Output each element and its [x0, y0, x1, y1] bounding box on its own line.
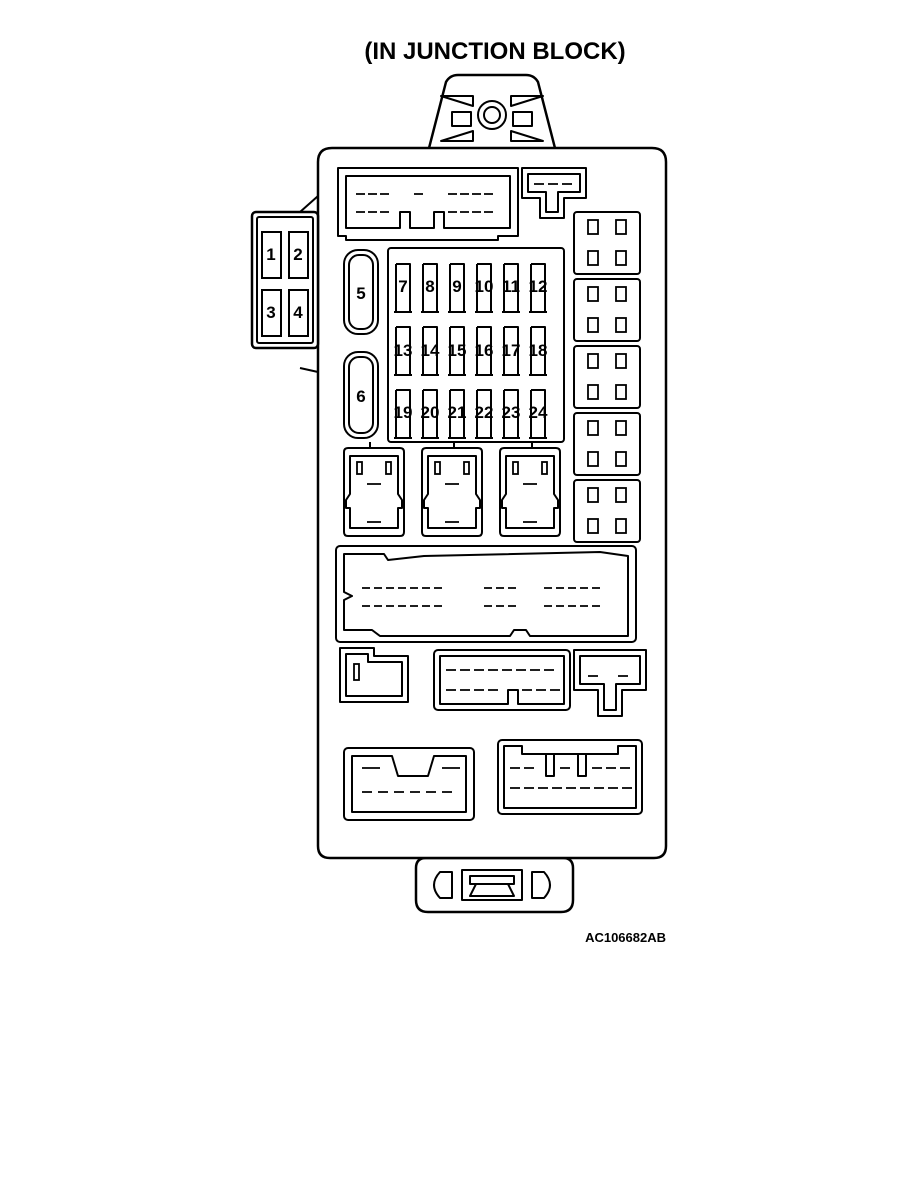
fuse-label-14: 14	[421, 341, 440, 360]
fuse-5	[343, 249, 379, 335]
fuse-1	[261, 231, 282, 279]
fuse-label-12: 12	[529, 277, 548, 296]
fuse-19	[395, 389, 411, 438]
connector-bottom-left	[343, 747, 475, 821]
fuse-11	[503, 263, 519, 312]
fuse-13	[395, 326, 411, 375]
fuse-label-15: 15	[448, 341, 467, 360]
fuse-6	[343, 351, 379, 439]
fuse-label-2: 2	[293, 245, 302, 264]
fuse-4	[288, 289, 309, 337]
connector-top-left	[337, 167, 519, 241]
relay-sockets-middle	[343, 447, 561, 537]
fuse-2	[288, 231, 309, 279]
fuse-10	[476, 263, 492, 312]
relay-socket	[573, 479, 641, 543]
fuse-label-3: 3	[266, 303, 275, 322]
fuse-label-22: 22	[475, 403, 494, 422]
bottom-mounting-clip	[414, 856, 575, 914]
connector-lower-right	[573, 649, 647, 717]
fuse-14	[422, 326, 438, 375]
fuse-label-18: 18	[529, 341, 548, 360]
fuse-label-8: 8	[425, 277, 434, 296]
fuse-label-16: 16	[475, 341, 494, 360]
reference-code: AC106682AB	[585, 930, 666, 945]
connector-lower-middle	[433, 649, 571, 711]
fuse-label-6: 6	[356, 387, 365, 406]
fuse-label-21: 21	[448, 403, 467, 422]
relay-column-right	[573, 211, 641, 543]
relay-socket	[573, 211, 641, 275]
fuse-15	[449, 326, 465, 375]
fuse-21	[449, 389, 465, 438]
fuse-12	[530, 263, 546, 312]
relay-socket	[573, 412, 641, 476]
connector-top-right	[521, 167, 587, 219]
fuse-8	[422, 263, 438, 312]
fuse-label-24: 24	[529, 403, 548, 422]
fuse-label-11: 11	[502, 277, 520, 296]
fuse-23	[503, 389, 519, 438]
fuse-label-17: 17	[502, 341, 521, 360]
relay-socket	[573, 278, 641, 342]
fuse-label-5: 5	[356, 284, 365, 303]
fuse-label-23: 23	[502, 403, 521, 422]
fuse-label-20: 20	[421, 403, 440, 422]
fuse-16	[476, 326, 492, 375]
fuse-22	[476, 389, 492, 438]
fuse-label-1: 1	[266, 245, 275, 264]
top-mounting-bracket	[426, 73, 558, 154]
relay-socket	[573, 345, 641, 409]
fuse-grid-panel: 7 8 9 10 11 12 13 14 15 16 17 18 19 20 2…	[369, 247, 565, 448]
fuse-17	[503, 326, 519, 375]
fuse-3	[261, 289, 282, 337]
connector-bottom-right	[497, 739, 643, 815]
connector-lower-left	[339, 647, 409, 703]
fuse-label-19: 19	[394, 403, 413, 422]
fuse-label-7: 7	[398, 277, 407, 296]
fuse-label-13: 13	[394, 341, 413, 360]
fuse-24	[530, 389, 546, 438]
fuse-label-4: 4	[293, 303, 303, 322]
fuse-7	[395, 263, 411, 312]
side-fuse-holder: 1 2 3 4	[250, 195, 320, 373]
fuse-20	[422, 389, 438, 438]
fuse-label-9: 9	[452, 277, 461, 296]
main-housing	[316, 146, 668, 860]
diagram-title: (IN JUNCTION BLOCK)	[364, 38, 625, 65]
connector-wide-middle	[335, 545, 637, 643]
fuse-18	[530, 326, 546, 375]
fuse-label-10: 10	[475, 277, 494, 296]
fuse-9	[449, 263, 465, 312]
large-fuses: 5 6	[343, 249, 379, 439]
